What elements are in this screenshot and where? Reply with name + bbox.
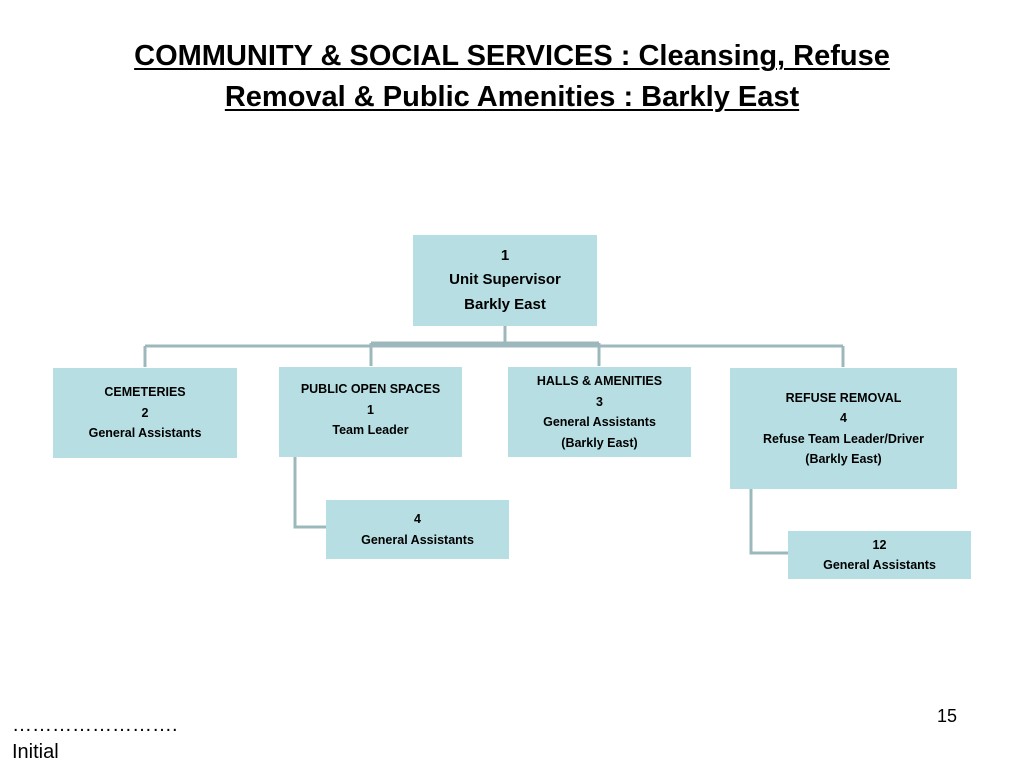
halls-amenities-location: (Barkly East): [561, 435, 638, 450]
refuse-removal-role: Refuse Team Leader/Driver: [763, 431, 924, 446]
refuse-removal-assistants-box: 12 General Assistants: [788, 531, 971, 579]
halls-amenities-role: General Assistants: [543, 415, 656, 429]
public-open-spaces-assistants-role: General Assistants: [361, 532, 474, 547]
title-line-1: COMMUNITY & SOCIAL SERVICES : Cleansing,…: [134, 40, 890, 72]
initial-label: Initial: [12, 741, 59, 763]
connector-refuse-removal-sub: [749, 489, 788, 555]
halls-amenities-box: HALLS & AMENITIES 3 General Assistants (…: [508, 367, 691, 457]
public-open-spaces-heading: PUBLIC OPEN SPACES: [300, 382, 441, 396]
page-number: 15: [936, 706, 958, 726]
title-line-2: Removal & Public Amenities : Barkly East: [224, 81, 800, 113]
signature-dots: …………………….: [12, 714, 178, 736]
initial-signature-block: ……………………. Initial: [12, 712, 178, 766]
halls-amenities-heading: HALLS & AMENITIES: [536, 374, 663, 388]
public-open-spaces-box: PUBLIC OPEN SPACES 1 Team Leader: [279, 367, 462, 457]
unit-supervisor-count: 1: [500, 246, 510, 264]
public-open-spaces-assistants-box: 4 General Assistants: [326, 500, 509, 559]
cemeteries-count: 2: [141, 405, 149, 420]
unit-supervisor-title: Unit Supervisor: [449, 271, 561, 289]
public-open-spaces-count: 1: [367, 402, 374, 417]
unit-supervisor-location: Barkly East: [464, 295, 546, 313]
cemeteries-heading: CEMETERIES: [104, 385, 186, 400]
cemeteries-box: CEMETERIES 2 General Assistants: [53, 368, 237, 458]
connector-public-open-spaces-sub: [293, 457, 326, 529]
public-open-spaces-assistants-count: 4: [414, 512, 421, 526]
page-title: COMMUNITY & SOCIAL SERVICES : Cleansing,…: [20, 36, 1004, 118]
cemeteries-role: General Assistants: [88, 426, 202, 441]
refuse-removal-count: 4: [840, 411, 847, 425]
refuse-removal-location: (Barkly East): [805, 452, 882, 466]
refuse-removal-box: REFUSE REMOVAL 4 Refuse Team Leader/Driv…: [730, 368, 957, 489]
unit-supervisor-box: 1 Unit Supervisor Barkly East: [413, 235, 597, 326]
refuse-removal-heading: REFUSE REMOVAL: [785, 390, 902, 405]
refuse-removal-assistants-count: 12: [872, 537, 887, 552]
public-open-spaces-role: Team Leader: [332, 423, 409, 437]
refuse-removal-assistants-role: General Assistants: [823, 558, 936, 572]
halls-amenities-count: 3: [596, 394, 603, 409]
